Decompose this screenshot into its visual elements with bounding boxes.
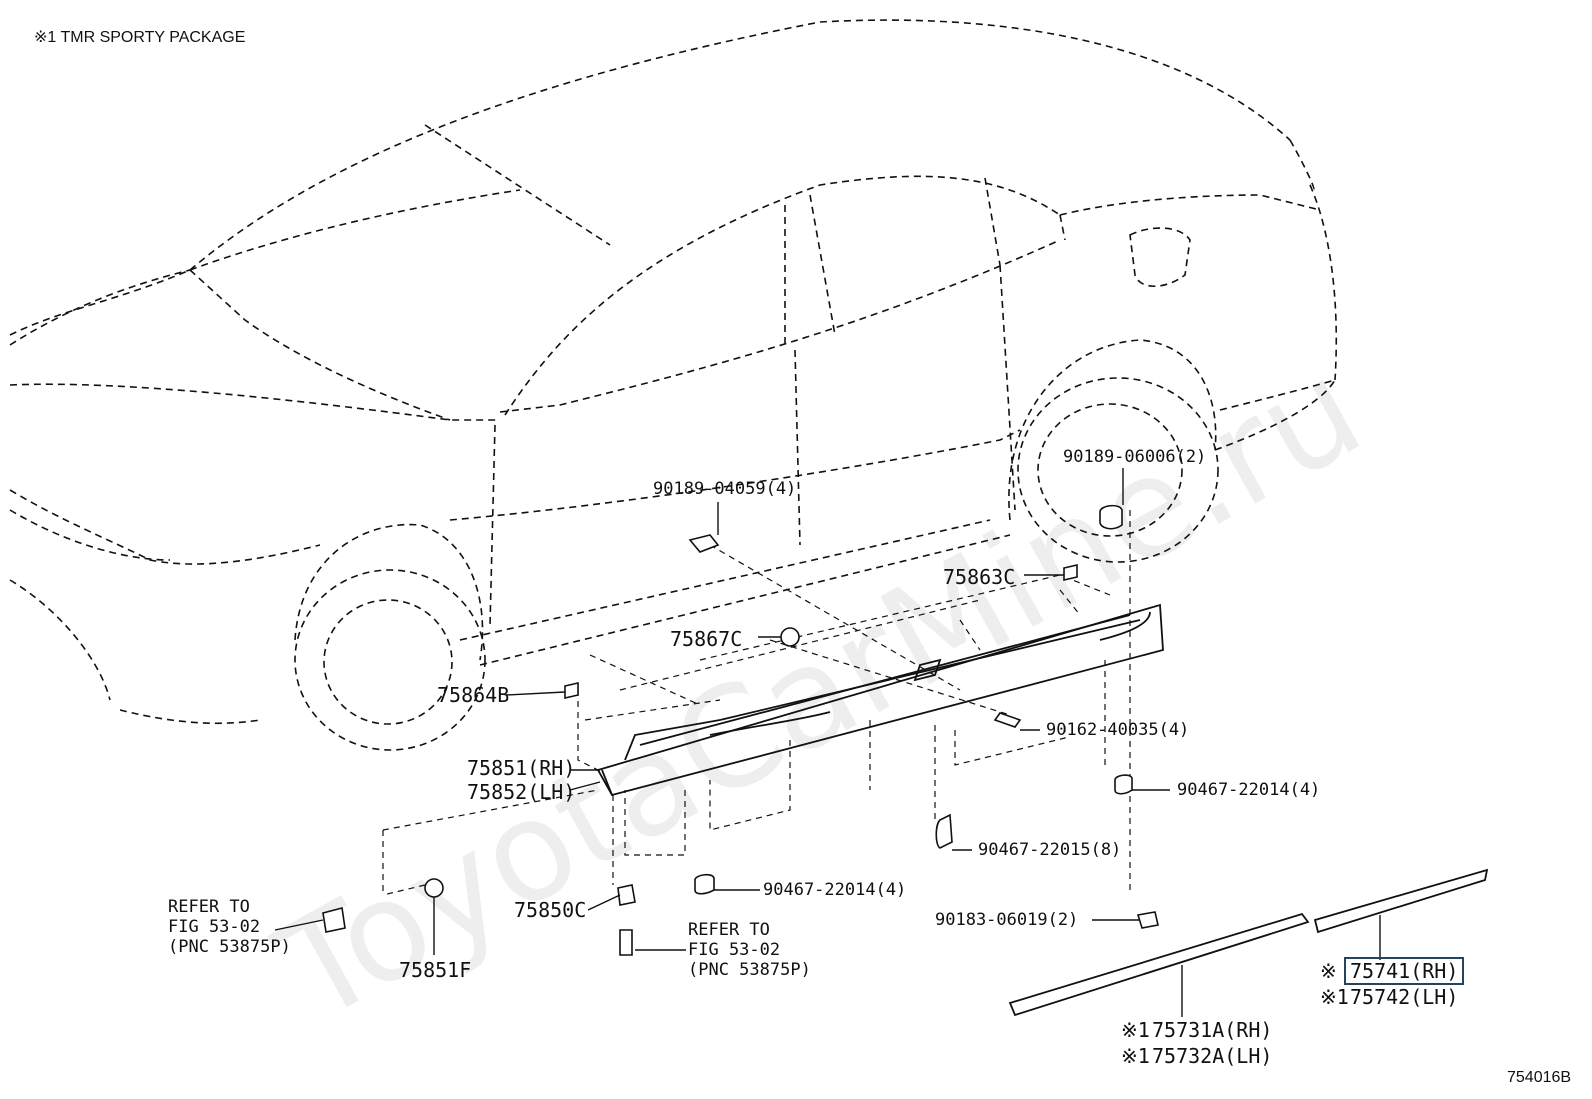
refer-note-left: REFER TO FIG 53-02 (PNC 53875P) [168,897,291,957]
part-label-75850c: 75850C [514,898,587,922]
mark-75741: ※ [1320,959,1337,983]
figure-id: 754016B [1507,1069,1572,1086]
part-label-90183-06019: 90183-06019(2) [935,910,1079,930]
part-label-75863c: 75863C [943,565,1016,589]
part-label-75852: 75852(LH) [467,780,576,804]
rocker-guides [382,510,1131,896]
molding-75731a [1008,912,1310,1017]
part-label-90467-22015: 90467-22015(8) [978,840,1122,860]
mark-75732a: ※1 [1121,1044,1150,1068]
part-label-90189-04059: 90189-04059(4) [653,479,797,499]
clip-75867c-icon [780,627,800,647]
clip-75864b-icon [564,681,579,700]
fastener-glyphs [322,504,1159,956]
part-label-75741-highlighted: 75741(RH) [1344,957,1465,985]
clip-75850c-icon [617,884,636,906]
mark-75742: ※1 [1320,985,1349,1009]
molding-drawings [1008,868,1489,1017]
bolt-53875p-left-icon [322,906,346,933]
part-label-75851: 75851(RH) [467,756,576,780]
part-label-90467-22014-right: 90467-22014(4) [1177,780,1321,800]
refer-note-middle: REFER TO FIG 53-02 (PNC 53875P) [688,920,811,980]
part-label-90162-40035: 90162-40035(4) [1046,720,1190,740]
clip-75851f-icon [424,878,444,898]
package-note: ※1 TMR SPORTY PACKAGE [34,29,246,46]
bolt-53875p-icon [619,929,633,956]
leader-lines [274,468,1381,1017]
part-label-75742: 75742(LH) [1350,985,1459,1009]
nut-90183-06019-icon [1136,911,1159,929]
part-label-90189-06006: 90189-06006(2) [1063,447,1207,467]
nut-90467-22014b-icon [694,873,715,895]
car-body-outline [9,19,1338,751]
part-label-75864b: 75864B [437,683,510,707]
rocker-panel-drawing [596,603,1164,797]
screw-90162-40035-icon [993,712,1022,728]
part-label-75851f: 75851F [399,958,472,982]
part-label-75732a: 75732A(LH) [1152,1044,1273,1068]
mark-75731a: ※1 [1121,1018,1150,1042]
part-label-75867c: 75867C [670,627,743,651]
clip-90189-06006-icon [1099,504,1123,530]
nut-90467-22014-icon [1114,774,1133,795]
part-label-90467-22014-bottom: 90467-22014(4) [763,880,907,900]
part-label-75731a: 75731A(RH) [1152,1018,1273,1042]
clip-90189-04059-icon [688,534,720,553]
molding-75741 [1313,868,1489,934]
clip-75863c-icon [1063,563,1078,582]
nut-90467-22015-icon [935,813,953,849]
